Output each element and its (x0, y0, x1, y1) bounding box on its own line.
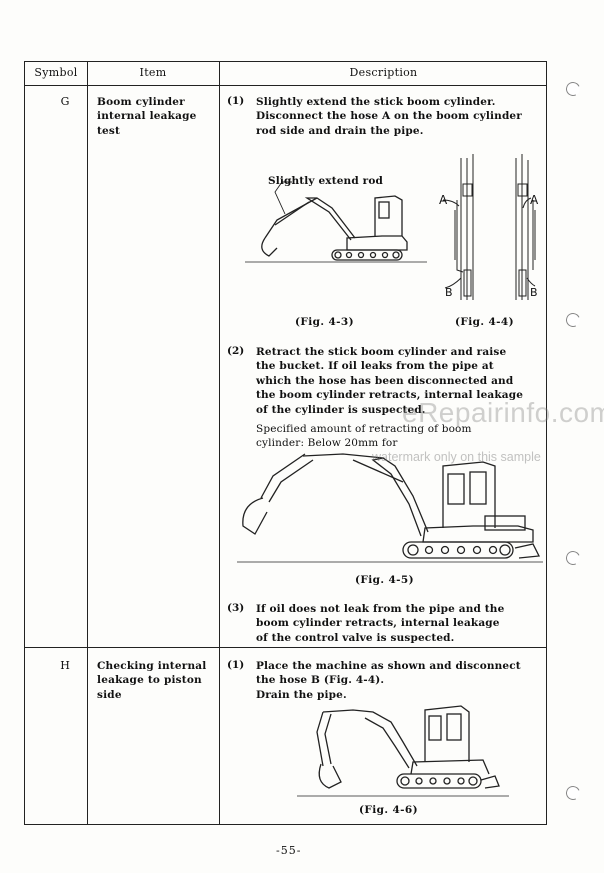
col-divider-1 (87, 62, 89, 824)
step-text: If oil does not leak from the pipe and t… (256, 602, 504, 645)
fig-4-6-caption: (Fig. 4-6) (359, 804, 419, 816)
step-number: (1) (227, 95, 245, 107)
item-line: internal leakage (97, 110, 197, 123)
step-line: the hose B (Fig. 4-4). (256, 674, 385, 687)
step-line: which the hose has been disconnected and (256, 374, 514, 387)
item-line: Checking internal (97, 660, 207, 672)
step-line: Retract the stick boom cylinder and rais… (256, 346, 507, 358)
header-rule (25, 85, 546, 87)
step-line: Drain the pipe. (256, 688, 347, 701)
step-line: the bucket. If oil leaks from the pipe a… (256, 360, 494, 373)
step-line: of the control valve is suspected. (256, 631, 455, 644)
page-number: -55- (276, 844, 302, 857)
fig-4-3-caption: (Fig. 4-3) (295, 316, 355, 328)
item-line: test (97, 124, 121, 137)
step-line: Slightly extend the stick boom cylinder. (256, 96, 496, 108)
step-line: boom cylinder retracts, internal leakage (256, 617, 500, 630)
label-b-right: B (530, 286, 538, 299)
row-h-symbol: H (60, 659, 70, 672)
callout-slightly-extend-rod: Slightly extend rod (268, 175, 383, 187)
binder-hole-1 (564, 80, 582, 98)
step-line: Place the machine as shown and disconnec… (256, 660, 521, 672)
step-number: (1) (227, 659, 245, 671)
binder-hole-2 (564, 311, 582, 329)
step-number: (2) (227, 345, 245, 357)
header-item: Item (139, 66, 167, 79)
fig-4-4-caption: (Fig. 4-4) (455, 316, 515, 328)
specification-text: Specified amount of retracting of boom c… (256, 422, 472, 451)
header-description: Description (349, 66, 418, 79)
binder-hole-4 (564, 784, 582, 802)
row-divider (25, 647, 546, 649)
cylinder-figure-4-4 (442, 154, 536, 300)
watermark-subtext: watermark only on this sample (372, 450, 541, 464)
step-line: of the cylinder is suspected. (256, 403, 426, 416)
row-g-item: Boom cylinder internal leakage test (97, 95, 197, 138)
step-text: Place the machine as shown and disconnec… (256, 659, 521, 702)
excavator-figure-4-5 (237, 453, 543, 563)
header-symbol: Symbol (34, 66, 78, 79)
binder-hole-3 (564, 549, 582, 567)
spec-line: Specified amount of retracting of boom (256, 423, 472, 435)
step-line: the boom cylinder retracts, internal lea… (256, 389, 524, 402)
watermark-text: eRepairinfo.com (402, 397, 604, 428)
step-line: Disconnect the hose A on the boom cylind… (256, 110, 522, 123)
step-number: (3) (227, 602, 245, 614)
item-line: Boom cylinder (97, 96, 185, 108)
step-line: If oil does not leak from the pipe and t… (256, 603, 505, 615)
fig-4-5-caption: (Fig. 4-5) (355, 574, 415, 586)
item-line: side (97, 688, 122, 701)
row-g-symbol: G (60, 95, 70, 108)
col-divider-2 (219, 62, 221, 824)
row-h-item: Checking internal leakage to piston side (97, 659, 206, 702)
item-line: leakage to piston (97, 674, 202, 687)
label-a-left: A (439, 193, 448, 207)
procedure-table: Symbol Item Description G Boom cylinder … (24, 61, 547, 825)
spec-line: cylinder: Below 20mm for (256, 437, 398, 450)
label-a-right: A (530, 193, 539, 207)
excavator-figure-4-6 (297, 705, 509, 797)
label-b-left: B (445, 286, 453, 299)
step-text: Slightly extend the stick boom cylinder.… (256, 95, 522, 138)
step-line: rod side and drain the pipe. (256, 124, 424, 137)
step-text: Retract the stick boom cylinder and rais… (256, 345, 523, 417)
excavator-figure-4-3 (245, 181, 427, 263)
